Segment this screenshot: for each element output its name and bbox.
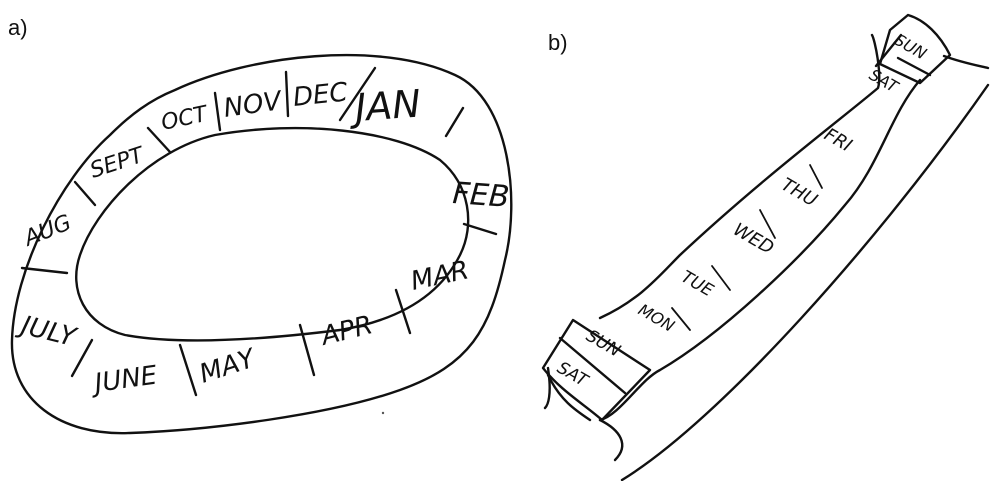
month-label-july: JULY: [13, 309, 80, 353]
month-separators: [20, 66, 498, 397]
month-label-aug: AUG: [19, 210, 75, 252]
month-label-may: MAY: [196, 343, 261, 390]
separator-thu-fri: [809, 164, 823, 189]
strip-upper-edge: [543, 33, 881, 410]
panel-b: b) SAT SUN MON TUE WED THU: [541, 13, 990, 481]
month-ring-outer: [10, 53, 513, 435]
day-label-wed: WED: [730, 219, 778, 259]
top-block-left-rule: [874, 33, 903, 68]
month-label-oct: OCT: [159, 102, 211, 136]
day-labels: SAT SUN MON TUE WED THU FRI SAT SUN: [554, 30, 930, 392]
separator-june-july: [70, 338, 94, 378]
separator-sept-oct: [146, 126, 172, 154]
month-label-mar: MAR: [408, 255, 471, 296]
strip-curl-bottom: [598, 418, 624, 462]
top-block-outline: [878, 13, 952, 85]
strip-long-edge: [620, 83, 990, 481]
month-label-nov: NOV: [222, 86, 286, 124]
strip-lower-edge: [598, 78, 922, 422]
separator-mon-tue: [671, 307, 691, 331]
top-block-divider: [896, 56, 932, 77]
panel-a-label: a): [8, 15, 28, 40]
day-label-sun-bottom: SUN: [583, 326, 624, 361]
month-ring-inner: [75, 126, 470, 342]
month-label-apr: APR: [316, 310, 375, 352]
separator-nov-dec: [284, 70, 290, 118]
day-separators: [671, 164, 823, 331]
stray-dot: [381, 411, 385, 415]
month-label-june: JUNE: [88, 360, 160, 399]
panel-b-label: b): [548, 30, 568, 55]
separator-oct-nov: [213, 91, 222, 132]
separator-dec-jan: [338, 66, 377, 122]
separator-feb-mar: [462, 222, 498, 236]
strip-top-curl: [942, 54, 990, 70]
strip-curl-left: [546, 373, 592, 422]
day-label-tue: TUE: [678, 267, 717, 301]
separator-may-june: [178, 343, 198, 397]
month-label-jan: JAN: [347, 82, 423, 131]
separator-july-aug: [20, 266, 69, 275]
separator-tue-wed: [711, 265, 731, 291]
separator-jan-feb: [444, 106, 465, 138]
month-label-feb: FEB: [451, 176, 510, 215]
separator-aug-sept: [73, 180, 97, 207]
day-label-thu: THU: [778, 174, 821, 211]
day-label-sun-top: SUN: [891, 30, 930, 63]
bottom-block-divider: [558, 336, 627, 395]
separator-mar-apr: [394, 288, 412, 335]
separator-apr-may: [298, 323, 316, 377]
month-label-dec: DEC: [292, 77, 350, 113]
bottom-block-outline: [541, 318, 652, 422]
separator-wed-thu: [759, 209, 776, 239]
panel-a: a) OCT NOV DEC JAN FEB MAR: [8, 15, 513, 435]
day-label-mon: MON: [635, 300, 678, 336]
